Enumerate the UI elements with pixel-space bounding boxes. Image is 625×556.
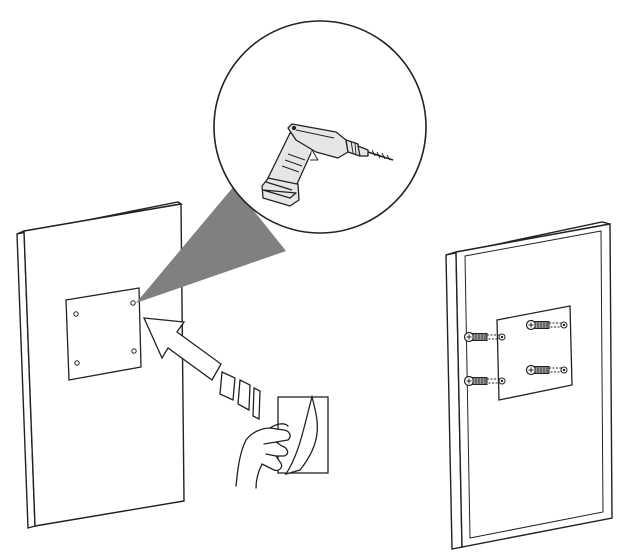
- template-hole: [130, 300, 136, 306]
- zoom-wedge: [136, 186, 286, 303]
- right-mounting-plate: [496, 305, 573, 401]
- template-hole: [131, 348, 137, 354]
- drill-icon: [261, 123, 394, 207]
- template-hole: [73, 311, 79, 317]
- template-hole: [74, 360, 80, 366]
- arrow-icon: [142, 317, 261, 421]
- mounting-template: [65, 287, 142, 381]
- zoom-circle: [213, 20, 427, 234]
- hand-icon: [235, 423, 291, 489]
